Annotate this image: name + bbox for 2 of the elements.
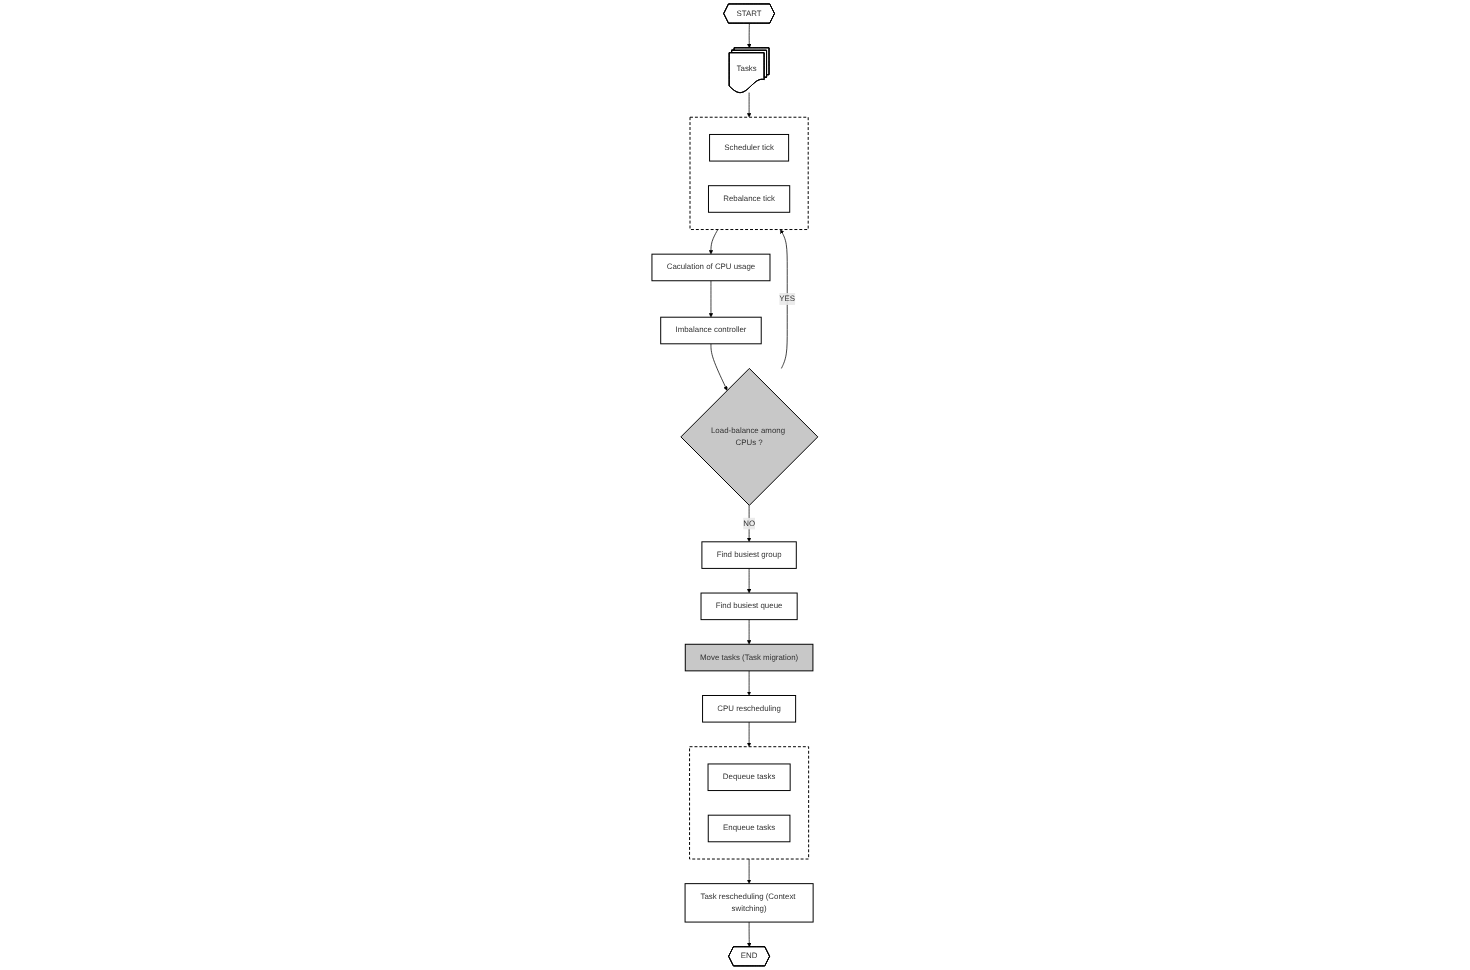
cluster	[689, 116, 809, 231]
cluster	[689, 746, 810, 860]
